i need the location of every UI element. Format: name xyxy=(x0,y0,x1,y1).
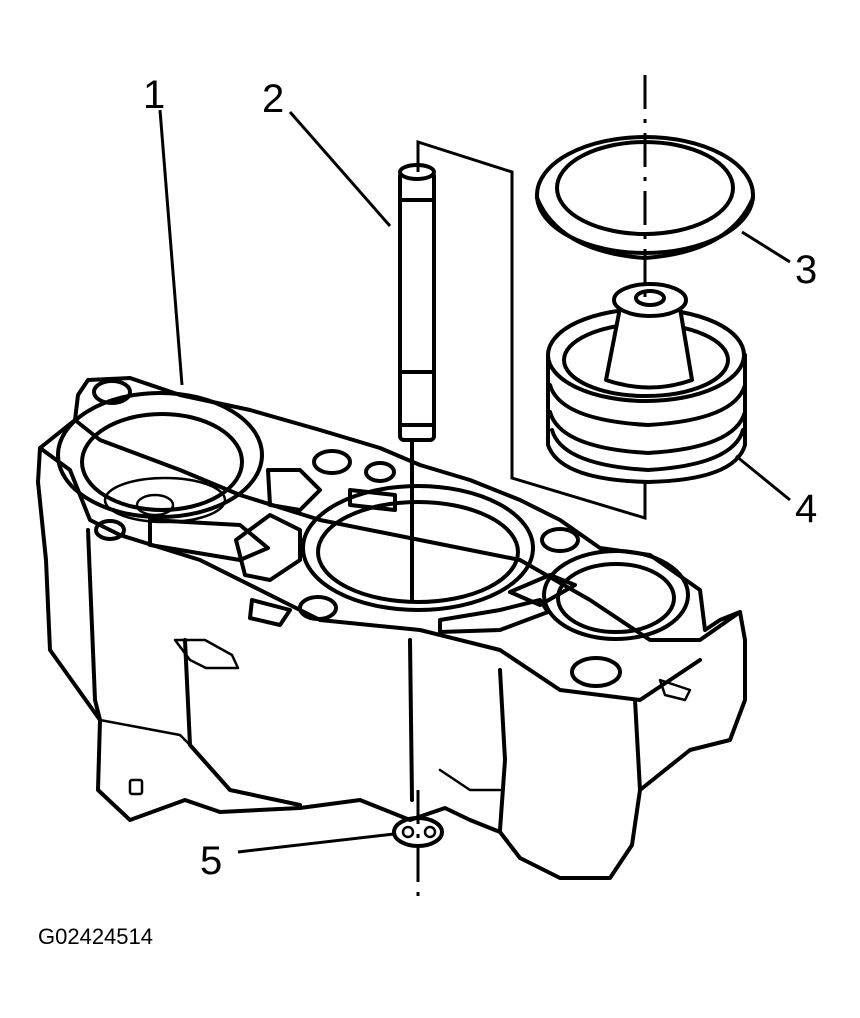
figure-id: G02424514 xyxy=(38,924,153,949)
piston-assembly xyxy=(546,282,747,484)
callout-2: 2 xyxy=(262,77,284,121)
housing-top-face xyxy=(56,379,690,688)
housing-body xyxy=(36,376,747,880)
callout-1: 1 xyxy=(143,73,165,117)
callout-5: 5 xyxy=(200,839,222,883)
centerlines xyxy=(416,75,647,900)
leader-lines xyxy=(158,109,791,854)
callout-3: 3 xyxy=(795,248,817,292)
callout-4: 4 xyxy=(795,487,817,531)
